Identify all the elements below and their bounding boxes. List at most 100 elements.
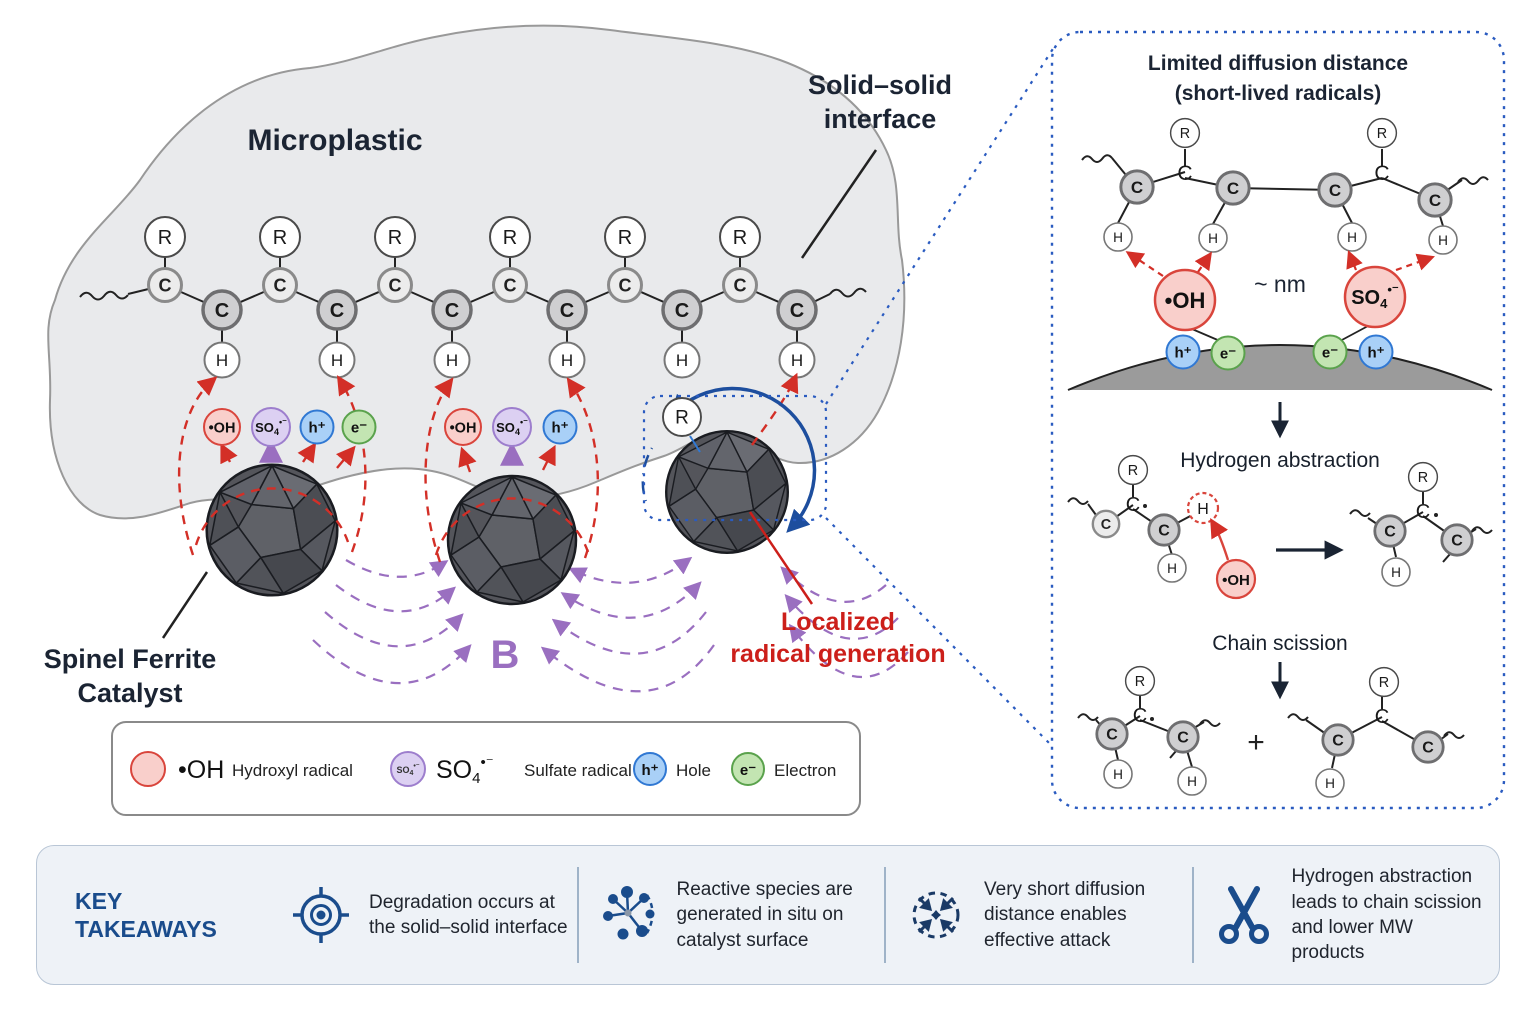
svg-text:Solid–solid: Solid–solid: [808, 70, 952, 100]
takeaways-heading-line1: KEY: [75, 887, 123, 914]
svg-text:radical generation: radical generation: [730, 640, 945, 668]
field-label: B: [491, 633, 520, 677]
hole-particle: [299, 409, 335, 445]
carbon-atom: [1119, 169, 1155, 205]
carbon-atom: [1215, 170, 1251, 206]
carbon-atom: [316, 289, 358, 331]
interface-pointer-line: [800, 149, 878, 259]
electron-particle: [1312, 334, 1348, 370]
carbon-atom: [492, 267, 528, 303]
takeaway-item-species: Reactive species are generated in situ o…: [579, 877, 885, 953]
hole-desc: Hole: [676, 761, 711, 780]
carbon-atom: [1317, 172, 1353, 208]
carbon-atom: [722, 267, 758, 303]
r-group-atom: [662, 397, 702, 437]
hydroxyl-desc: Hydroxyl radical: [232, 761, 353, 780]
takeaway-item-interface: Degradation occurs at the solid–solid in…: [271, 883, 577, 947]
catalyst-sphere: [665, 430, 789, 554]
cs-fragment-right: C: [1287, 666, 1465, 798]
carbon-atom: [1095, 717, 1129, 751]
takeaway-item-scission: Hydrogen abstraction leads to chain scis…: [1194, 864, 1500, 966]
hydrogen-abstraction-title: Hydrogen abstraction: [1180, 449, 1380, 472]
carbon-atom: [377, 267, 413, 303]
takeaway-item-diffusion: Very short diffusion distance enables ef…: [886, 877, 1192, 953]
sulfate-swatch-glyph: SO4•⁻: [396, 763, 419, 777]
plus-sign: +: [1247, 726, 1265, 759]
catalyst-sphere: [446, 474, 578, 606]
hydrogen-atom: [778, 341, 816, 379]
takeaways-items: Degradation occurs at the solid–solid in…: [271, 846, 1499, 984]
carbon-atom: C: [1416, 501, 1430, 523]
hydrogen-atom: [318, 341, 356, 379]
hydrogen-atom: [1337, 222, 1367, 252]
carbon-atom: C: [1126, 494, 1140, 516]
divider: [576, 867, 579, 963]
divider: [1191, 867, 1194, 963]
hydroxyl-label: •OH: [1222, 572, 1250, 589]
takeaway-text: Very short diffusion distance enables ef…: [984, 878, 1146, 951]
svg-text:Catalyst: Catalyst: [77, 678, 182, 708]
detail-panel: Limited diffusion distance (short-lived …: [1050, 30, 1506, 810]
hydrogen-atom: [1428, 225, 1458, 255]
radical-dot: [1150, 717, 1154, 721]
carbon-atom: [546, 289, 588, 331]
electron-particle: [1210, 335, 1246, 371]
nm-scale-label: ~ nm: [1254, 271, 1306, 297]
r-group-atom: [1117, 454, 1149, 486]
legend: •OH Hydroxyl radical SO4•⁻ SO4•⁻ Sulfate…: [111, 721, 861, 816]
radical-dot: [1143, 504, 1147, 508]
takeaways-heading: KEY TAKEAWAYS: [37, 887, 271, 943]
carbon-atom: C: [1177, 162, 1192, 185]
carbon-atom: [776, 289, 818, 331]
hole-swatch: [633, 752, 667, 786]
hydroxyl-radical: [1215, 558, 1257, 600]
sulfate-radical: [492, 407, 532, 447]
takeaway-text: Degradation occurs at the solid–solid in…: [369, 891, 568, 938]
hydrogen-atom: [433, 341, 471, 379]
detail-subtitle: (short-lived radicals): [1175, 82, 1382, 105]
carbon-atom: [147, 267, 183, 303]
catalyst-surface-edge: [1067, 344, 1493, 391]
r-group-atom: [1124, 665, 1156, 697]
carbon-atom: [607, 267, 643, 303]
carbon-atom: [1321, 723, 1355, 757]
takeaway-text: Reactive species are generated in situ o…: [676, 878, 853, 951]
r-group-atom: [259, 216, 301, 258]
target-icon: [293, 887, 349, 943]
r-group-atom: [719, 216, 761, 258]
key-takeaways-bar: KEY TAKEAWAYS Degradation occurs at the …: [36, 845, 1500, 985]
catalyst-pointer-line: [161, 571, 209, 639]
carbon-atom: C: [1133, 705, 1147, 727]
converge-icon: [912, 891, 960, 939]
sulfate-desc: Sulfate radical: [524, 761, 632, 780]
radical-attack-arrows: [1125, 250, 1435, 277]
r-group-atom: [604, 216, 646, 258]
sulfate-radical: [1343, 265, 1407, 329]
takeaway-text: Hydrogen abstraction leads to chain scis…: [1291, 866, 1482, 964]
carbon-atom: [1411, 730, 1445, 764]
hydrogen-atom: H: [1197, 501, 1209, 518]
carbon-atom: C: [1375, 706, 1389, 728]
carbon-atom: [1166, 720, 1200, 754]
r-group-atom: [1368, 666, 1400, 698]
electron-particle: [341, 409, 377, 445]
hydrogen-atom: [1315, 768, 1345, 798]
carbon-atom: [201, 289, 243, 331]
electron-swatch: [731, 752, 765, 786]
r-group-atom: [489, 216, 531, 258]
r-group-atom: [1169, 117, 1201, 149]
r-group-atom: [1366, 117, 1398, 149]
hole-particle: [1165, 334, 1201, 370]
hydroxyl-radical: [203, 408, 241, 446]
carbon-atom: [661, 289, 703, 331]
catalyst-label: Spinel Ferrite Catalyst: [44, 571, 216, 708]
sulfate-symbol: SO4•⁻: [436, 754, 494, 787]
carbon-atom: [1373, 514, 1407, 548]
hole-particle: [542, 409, 578, 445]
r-group-atom: [1407, 461, 1439, 493]
hydrogen-atom: [1381, 557, 1411, 587]
carbon-atom: [1440, 523, 1474, 557]
hydroxyl-radical: [1153, 268, 1217, 332]
attack-arrow: [1210, 518, 1230, 561]
